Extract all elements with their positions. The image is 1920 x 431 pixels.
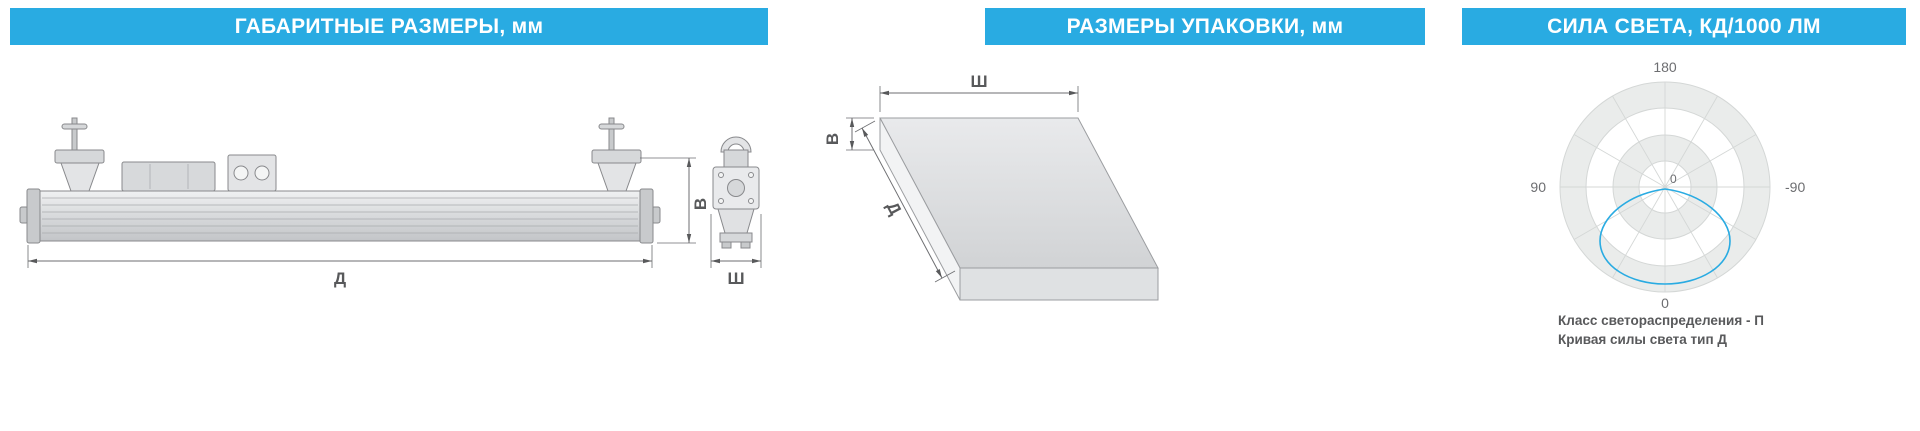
- polar-label-bottom-0: 0: [1661, 295, 1669, 311]
- package-dim-width: Ш: [970, 72, 987, 91]
- polar-diagram: [1559, 81, 1771, 293]
- photometry-notes: Класс светораспределения - П Кривая силы…: [1558, 311, 1764, 349]
- dim-label-height: В: [691, 198, 710, 210]
- header-overall-dimensions-title: ГАБАРИТНЫЕ РАЗМЕРЫ, мм: [234, 14, 544, 38]
- package-dim-height: В: [823, 133, 842, 145]
- polar-label-90: 90: [1530, 179, 1546, 195]
- luminaire-side-view: Д В: [19, 117, 710, 288]
- polar-label-180: 180: [1653, 59, 1677, 75]
- body-fins: [42, 197, 638, 234]
- light-intensity-curve: [1599, 188, 1731, 285]
- dim-label-width: Ш: [727, 269, 744, 288]
- polar-label-neg90: -90: [1785, 179, 1805, 195]
- box-front-face: [959, 267, 1159, 301]
- polar-label-center-0: 0: [1670, 172, 1677, 186]
- dim-label-length: Д: [334, 269, 346, 288]
- header-overall-dimensions: ГАБАРИТНЫЕ РАЗМЕРЫ, мм: [10, 8, 768, 45]
- mounting-bracket-left: [54, 117, 105, 192]
- driver-box: [121, 161, 216, 192]
- header-luminous-intensity-title: СИЛА СВЕТА, КД/1000 ЛМ: [1547, 14, 1821, 38]
- luminaire-body: [19, 188, 661, 244]
- light-distribution-class-note: Класс светораспределения - П: [1558, 313, 1764, 328]
- header-package-dimensions-title: РАЗМЕРЫ УПАКОВКИ, мм: [1066, 14, 1344, 38]
- dimension-lines-package: [846, 86, 1079, 283]
- light-curve-type-note: Кривая силы света тип Д: [1558, 332, 1727, 347]
- dimension-lines-end-view: [710, 214, 762, 268]
- lifting-loop: [720, 136, 752, 153]
- mounting-bracket-right: [591, 117, 642, 192]
- package-box-drawing: [879, 117, 1159, 301]
- dimension-lines-side-view: [27, 157, 696, 268]
- header-package-dimensions: РАЗМЕРЫ УПАКОВКИ, мм: [985, 8, 1425, 45]
- polar-grid-spokes: [1560, 82, 1770, 292]
- connection-box: [227, 154, 277, 192]
- header-luminous-intensity: СИЛА СВЕТА, КД/1000 ЛМ: [1462, 8, 1906, 45]
- luminaire-end-view: [712, 136, 760, 249]
- package-dim-depth: Д: [883, 199, 905, 219]
- box-top-face: [879, 117, 1159, 269]
